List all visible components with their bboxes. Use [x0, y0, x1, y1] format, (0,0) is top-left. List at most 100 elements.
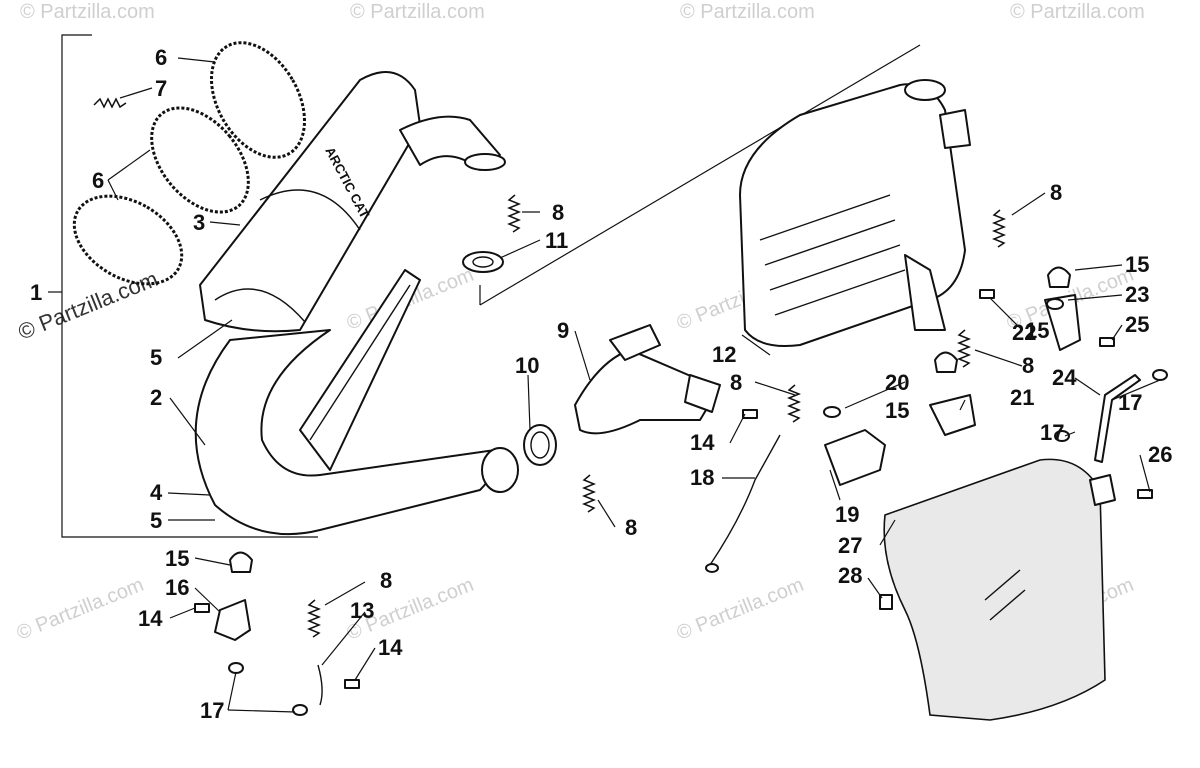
chain-ring [210, 41, 306, 159]
manifold-flange [684, 374, 721, 413]
leader-line [177, 57, 216, 63]
spring-8 [306, 599, 322, 638]
bracket-19 [824, 429, 886, 486]
callout-label: 11 [545, 228, 568, 253]
bolt-22 [979, 289, 995, 299]
watermark: © Partzilla.com [680, 1, 815, 23]
callout-label: 14 [378, 635, 403, 660]
gasket-10-inner [530, 431, 550, 459]
callout-label: 15 [1125, 252, 1149, 277]
nut-17 [228, 662, 244, 674]
callout-label: 25 [1125, 312, 1149, 337]
callout-label: 17 [1118, 390, 1142, 415]
bolt-25 [1099, 337, 1115, 347]
callout-label: 14 [138, 606, 163, 631]
callout-label: 13 [350, 598, 374, 623]
heat-shield [299, 269, 421, 471]
manifold-flange [609, 324, 661, 361]
callout-label: 4 [150, 480, 163, 505]
leader-line [741, 334, 771, 356]
leader-line [1074, 377, 1101, 396]
washer-20 [823, 406, 841, 418]
leader-lines [107, 57, 1161, 713]
leader-line [169, 607, 196, 619]
deflector-mark [984, 569, 1021, 601]
callout-label: 15 [885, 398, 909, 423]
watermark: © Partzilla.com [20, 1, 155, 23]
callout-label: 15 [1025, 318, 1049, 343]
watermark: © Partzilla.com [14, 574, 147, 645]
callout-label: 6 [155, 45, 167, 70]
spring-8 [991, 209, 1007, 248]
watermark-dark: © Partzilla.com [15, 266, 162, 345]
leader-line [974, 349, 1023, 367]
leader-line [119, 87, 153, 99]
leader-line [354, 647, 376, 681]
grommet-11 [462, 251, 504, 273]
callout-label: 26 [1148, 442, 1172, 467]
spring-8 [581, 474, 597, 513]
callout-label: 18 [690, 465, 714, 490]
callout-label: 15 [165, 546, 189, 571]
callout-label: 20 [885, 370, 909, 395]
watermark: © Partzilla.com [350, 1, 485, 23]
rubber-mount [229, 551, 253, 573]
assembly-bracket [61, 34, 318, 538]
callout-label: 8 [380, 568, 392, 593]
chain-ring [150, 106, 250, 214]
silencer-rib [764, 219, 896, 266]
outlet-end [464, 153, 506, 171]
nut-17 [292, 704, 308, 716]
leader-line [499, 239, 541, 259]
chain-ring [72, 194, 184, 286]
callout-label: 8 [1022, 353, 1034, 378]
callout-label: 5 [150, 345, 162, 370]
bracket-21 [929, 394, 976, 436]
callout-label: 7 [155, 76, 167, 101]
leader-line [574, 330, 591, 381]
callout-label: 17 [1040, 420, 1064, 445]
leader-line [194, 557, 231, 566]
deflector-mark [989, 589, 1026, 621]
bolt-14 [742, 409, 758, 419]
spring-8 [506, 194, 522, 233]
nut-17 [1054, 430, 1070, 442]
leader-line [209, 221, 241, 226]
muffler-seam [214, 288, 306, 323]
leader-line [321, 611, 366, 666]
silencer-tab [904, 254, 946, 331]
bolt-28 [879, 594, 893, 610]
clip-13 [317, 664, 323, 706]
heat-deflector [883, 458, 1106, 721]
washer [1046, 298, 1064, 310]
callout-label: 3 [193, 210, 205, 235]
callout-label: 27 [838, 533, 862, 558]
gasket-10 [523, 424, 557, 466]
leader-line [194, 587, 221, 613]
leader-line [1067, 294, 1123, 301]
bracket-16 [214, 599, 251, 641]
leader-line [1111, 324, 1123, 341]
callout-label: 5 [150, 508, 162, 533]
callout-label: 2 [150, 385, 162, 410]
callout-label: 28 [838, 563, 862, 588]
rubber-mount [1047, 266, 1071, 288]
leader-line [107, 149, 151, 201]
callout-label: 21 [1010, 385, 1034, 410]
leader-line [1011, 192, 1046, 216]
silencer [739, 79, 971, 347]
callout-label: 17 [200, 698, 224, 723]
nut-17 [1152, 369, 1168, 381]
leader-line [1064, 431, 1076, 437]
leader-line [167, 492, 211, 496]
leader-line [1111, 379, 1161, 401]
ground-strap [709, 434, 781, 566]
callout-label: 8 [552, 200, 564, 225]
exhaust-manifold [574, 324, 721, 435]
spring-7 [93, 97, 127, 109]
muffler-seam [259, 189, 361, 231]
leader-line [879, 519, 896, 546]
callout-label: 14 [690, 430, 715, 455]
callout-label: 8 [730, 370, 742, 395]
heat-shield-line [309, 284, 411, 441]
